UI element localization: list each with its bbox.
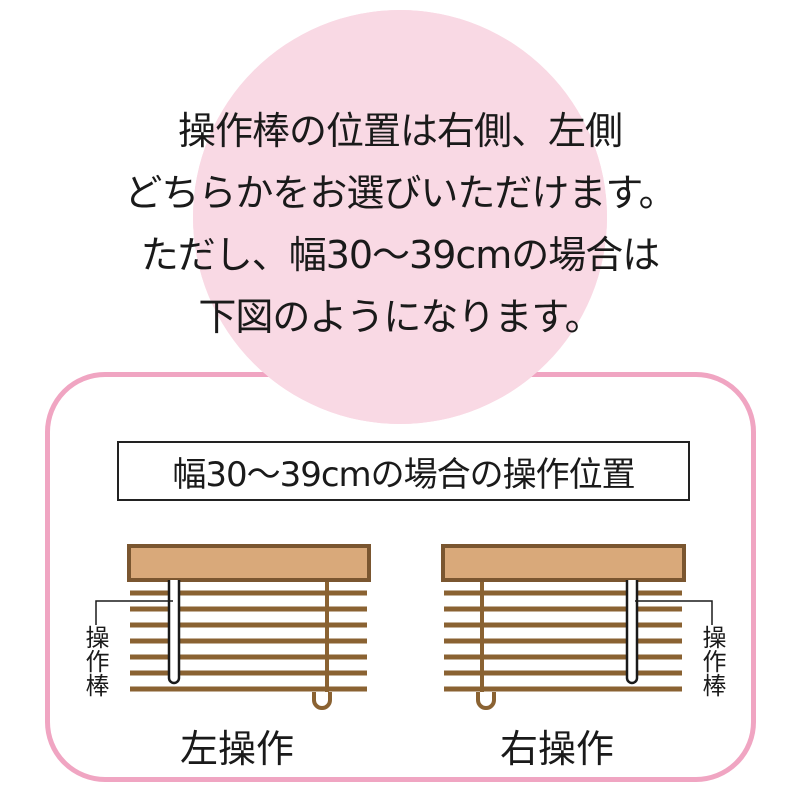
headline: 操作棒の位置は右側、左側 どちらかをお選びいただけます。 ただし、幅30〜39c… [0,100,800,348]
left-rod-label: 操作棒 [81,625,109,697]
pink-circle-overlap [193,10,607,424]
headline-line-4: 下図のようになります。 [198,295,602,339]
right-rod-label: 操作棒 [698,625,726,697]
left-operation-blind-icon [95,544,371,710]
left-operation-label: 左操作 [180,727,295,771]
right-operation-label: 右操作 [500,727,615,771]
diagram-title-text: 幅30〜39cmの場合の操作位置 [172,454,635,495]
diagram-title: 幅30〜39cmの場合の操作位置 [117,441,690,501]
headline-line-2: どちらかをお選びいただけます。 [124,171,676,215]
headline-line-1: 操作棒の位置は右側、左側 [177,109,623,153]
headline-line-3: ただし、幅30〜39cmの場合は [140,233,661,277]
right-operation-blind-icon [441,544,713,710]
